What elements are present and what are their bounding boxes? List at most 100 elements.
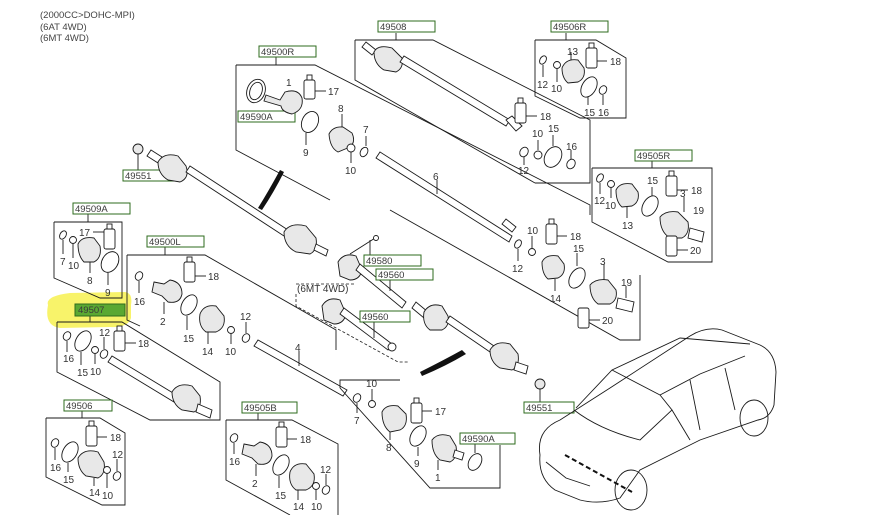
code-text-49551-top: 49551 — [125, 171, 151, 182]
part-num-7: 7 — [60, 257, 66, 268]
nut-icon — [346, 143, 356, 153]
group-49506: 49506 18 16 15 14 10 12 — [45, 399, 126, 506]
part-num-12: 12 — [537, 80, 549, 91]
part-num-6: 6 — [433, 172, 439, 183]
part-num-15: 15 — [183, 334, 195, 345]
snap-ring-icon — [134, 271, 144, 281]
nut-icon — [91, 346, 99, 354]
grease-tube-cap — [548, 218, 555, 225]
nut-icon — [533, 150, 543, 160]
part-num-12: 12 — [594, 196, 606, 207]
group-49508: 49508 18 12 10 15 16 — [354, 20, 591, 184]
shaft-stub — [513, 361, 529, 375]
snap-ring-icon — [229, 433, 239, 443]
code-label-49590A-top[interactable] — [237, 110, 296, 123]
shaft-stub — [452, 449, 465, 461]
boot-clamp-icon — [543, 146, 563, 168]
part-num-10: 10 — [366, 379, 378, 390]
grease-tube-cap — [88, 420, 95, 427]
code-label-49507[interactable] — [74, 303, 126, 317]
part-num-13: 13 — [567, 47, 579, 58]
code-text-49506R: 49506R — [553, 22, 586, 33]
nut-icon — [553, 61, 561, 69]
part-num-1: 1 — [435, 473, 441, 484]
part-num-8: 8 — [338, 104, 344, 115]
part-num-19: 19 — [693, 206, 705, 217]
part-num-10: 10 — [345, 166, 357, 177]
code-label-49551-bottom[interactable] — [523, 401, 575, 414]
shaft-icon — [355, 263, 407, 309]
code-label-49505R[interactable] — [634, 149, 693, 162]
part-num-12: 12 — [320, 465, 332, 476]
inner-cv-joint-icon — [423, 304, 449, 331]
inner-cv-joint-icon — [241, 441, 273, 465]
cv-boot-icon — [541, 255, 565, 280]
snap-ring-icon — [519, 146, 529, 158]
snap-ring-icon — [352, 393, 362, 403]
code-label-49509A[interactable] — [72, 202, 131, 215]
grease-tube-icon — [103, 228, 116, 250]
code-text-49505B: 49505B — [244, 403, 277, 414]
code-label-49506R[interactable] — [550, 20, 609, 33]
grease-tube-cap — [668, 170, 675, 177]
group-49500R: 49500R 49590A 1 17 9 8 10 7 6 — [235, 45, 591, 243]
code-label-49560-b[interactable] — [359, 310, 411, 323]
part-num-15: 15 — [77, 368, 89, 379]
cv-boot-icon — [77, 237, 101, 263]
part-num-12: 12 — [240, 312, 252, 323]
part-num-10: 10 — [225, 347, 237, 358]
grease-tube-icon — [85, 425, 98, 447]
part-num-15: 15 — [573, 244, 585, 255]
part-num-10: 10 — [90, 367, 102, 378]
part-num-9: 9 — [303, 148, 309, 159]
boot-clamp-icon — [61, 441, 79, 463]
group-49500L: 49500L 16 2 18 15 14 10 12 4 — [126, 235, 348, 397]
code-label-49560-a[interactable] — [375, 268, 434, 281]
grease-tube-icon — [410, 402, 423, 424]
seal-ring-icon — [467, 453, 483, 471]
part-num-15: 15 — [275, 491, 287, 502]
code-label-49580[interactable] — [363, 254, 422, 267]
grease-tube-icon — [113, 330, 126, 352]
code-label-49500L[interactable] — [146, 235, 205, 248]
part-num-15: 15 — [548, 124, 560, 135]
part-num-18: 18 — [110, 433, 122, 444]
nut-icon — [103, 466, 111, 474]
shaft-spline — [505, 115, 523, 132]
code-label-49508[interactable] — [377, 20, 436, 33]
snap-ring-icon — [62, 331, 72, 341]
boot-clamp-icon — [568, 267, 586, 289]
inner-cv-joint-icon — [659, 211, 689, 239]
code-label-49500R[interactable] — [258, 45, 317, 58]
code-label-49505B[interactable] — [241, 401, 298, 414]
part-num-17: 17 — [79, 228, 91, 239]
header-6mt: (6MT 4WD) — [40, 33, 89, 44]
part-num-10: 10 — [68, 261, 80, 272]
part-num-18: 18 — [540, 112, 552, 123]
shaft-end — [501, 218, 517, 233]
hub-nut-icon — [534, 378, 546, 390]
grease-tube-cap — [186, 256, 193, 263]
grease-tube-icon — [665, 235, 678, 257]
group-49590A: 7 10 8 17 9 1 49590A — [339, 379, 516, 489]
part-num-18: 18 — [138, 339, 150, 350]
code-text-49508: 49508 — [380, 22, 406, 33]
group-49509A: 49509A 7 10 8 17 9 — [53, 202, 131, 299]
grease-tube-cap — [413, 397, 420, 404]
group-49505R: 49505R 12 10 13 15 18 3 19 20 — [591, 149, 713, 263]
shaft-stub — [313, 243, 329, 257]
code-text-49500L: 49500L — [149, 237, 181, 248]
code-label-49506[interactable] — [63, 399, 113, 412]
intermediate-shaft-icon — [253, 339, 348, 397]
group-49506R: 49506R 12 10 13 18 15 16 — [534, 20, 627, 119]
nut-icon — [387, 342, 397, 352]
part-num-17: 17 — [435, 407, 447, 418]
boot-clamp-icon — [580, 76, 598, 98]
grease-tube-cap — [278, 421, 285, 428]
snap-ring-icon — [566, 158, 576, 170]
code-label-49590A-bottom[interactable] — [459, 432, 516, 445]
part-num-16: 16 — [134, 297, 146, 308]
part-num-15: 15 — [647, 176, 659, 187]
snap-ring-icon — [598, 85, 608, 95]
